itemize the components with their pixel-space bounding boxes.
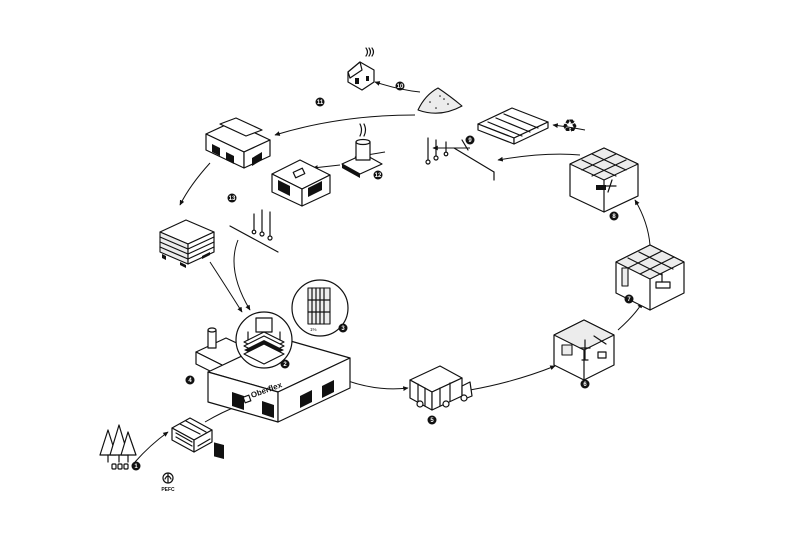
tree-icon [99, 424, 137, 470]
step-badge: 8 [609, 211, 619, 221]
step-badge: 3 [338, 323, 348, 333]
dismantle-room-icon [569, 147, 639, 213]
svg-text:2: 2 [283, 362, 287, 368]
recycle-symbol: ♻ [562, 116, 578, 137]
step-badge: 2 [280, 359, 290, 369]
chip-pile-icon [417, 87, 463, 114]
svg-text:12: 12 [375, 173, 382, 179]
step-badge: 4 [185, 375, 195, 385]
svg-text:4: 4 [188, 378, 192, 384]
svg-text:1: 1 [134, 464, 138, 470]
boiler-icon [341, 123, 383, 178]
step-badge: 10 [395, 81, 405, 91]
metal-parts-icon [425, 137, 495, 181]
barn-icon [205, 117, 271, 169]
step-badge: 12 [373, 170, 383, 180]
step-badge: 1 [131, 461, 141, 471]
recycle-icon: ♻ [562, 116, 578, 137]
step-badge: 9 [465, 135, 475, 145]
svg-text:9: 9 [468, 138, 472, 144]
step-badge: 6 [580, 379, 590, 389]
small-house-icon [347, 47, 375, 91]
svg-text:5: 5 [430, 418, 434, 424]
svg-text:13: 13 [229, 196, 236, 202]
press-detail-icon [235, 311, 293, 369]
pefc-logo-icon: PEFC [161, 472, 175, 493]
pallet-stack-icon [159, 219, 215, 268]
svg-text:8: 8 [612, 214, 616, 220]
step-badge: 7 [624, 294, 634, 304]
percent-label: 1% [310, 327, 317, 332]
step-badge: 13 [227, 193, 237, 203]
step-badge: 5 [427, 415, 437, 425]
panel-board-icon [477, 107, 549, 145]
truck-icon [409, 365, 473, 411]
factory-icon: Oberflex [195, 327, 351, 460]
svg-text:7: 7 [627, 297, 631, 303]
svg-text:11: 11 [317, 100, 324, 106]
office-room-icon [615, 244, 685, 311]
log-stack-icon [171, 417, 213, 453]
step-badges: 1 2 3 4 5 6 7 8 9 10 11 12 13 [131, 81, 634, 471]
step-badge: 11 [315, 97, 325, 107]
certification-label: PEFC [161, 487, 175, 493]
metal-bars-icon [229, 209, 279, 253]
install-room-icon [553, 319, 615, 381]
svg-text:6: 6 [583, 382, 587, 388]
svg-text:10: 10 [397, 84, 404, 90]
panel-detail-icon: 1% [291, 279, 349, 337]
svg-text:3: 3 [341, 326, 345, 332]
modern-house-icon [271, 159, 331, 207]
